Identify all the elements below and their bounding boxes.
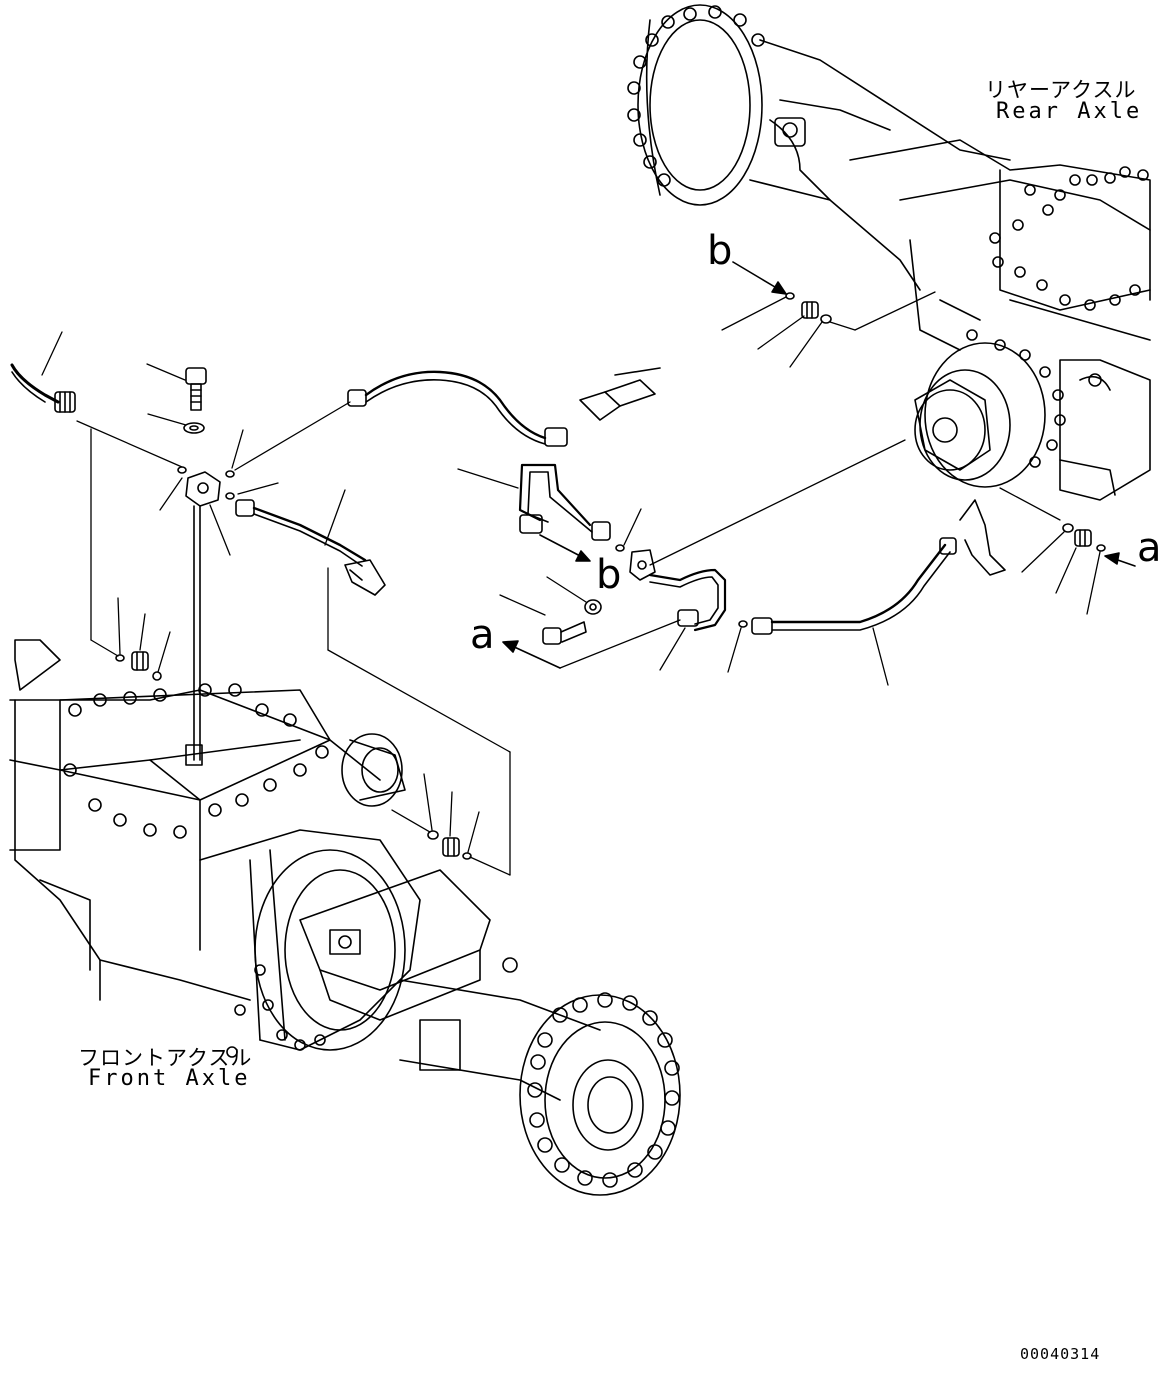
- valve-block: [543, 550, 655, 644]
- fittings: [132, 302, 1091, 856]
- right-hose: [752, 500, 1005, 634]
- connector-block: [186, 472, 220, 760]
- front-hub-bolts: [528, 993, 679, 1187]
- marker-b-rear: b: [707, 228, 733, 274]
- leader-lines: [42, 292, 1100, 875]
- front-cover-bolts: [64, 684, 328, 838]
- bolt: [186, 368, 206, 410]
- washer: [184, 423, 204, 433]
- rear-carrier-bolts: [990, 167, 1148, 310]
- arrow-b-rear: [733, 262, 786, 294]
- marker-b-center: b: [596, 552, 622, 598]
- rear-axle-label-en: Rear Axle: [996, 99, 1143, 124]
- arrow-a-center: [503, 641, 560, 668]
- front-axle-label-en: Front Axle: [88, 1066, 251, 1091]
- drawing-number: 00040314: [1020, 1345, 1101, 1363]
- rear-axle-label-jp: リヤーアクスル: [985, 78, 1137, 102]
- arrow-b-center: [540, 535, 590, 561]
- front-axle: [10, 640, 680, 1195]
- rear-axle: [628, 5, 1150, 500]
- rear-hub-bolts: [628, 6, 764, 186]
- marker-a-right: a: [1137, 525, 1162, 571]
- arrow-a-right: [1105, 553, 1135, 566]
- upper-hose: [348, 368, 660, 446]
- front-axle-label-jp: フロントアクスル: [78, 1046, 253, 1070]
- front-carrier-bolts: [227, 965, 325, 1057]
- front-axle-hose: [236, 500, 385, 595]
- right-tube: [650, 570, 725, 630]
- bent-tube: [520, 465, 610, 540]
- rear-flange-bolts: [967, 330, 1065, 467]
- marker-a-center: a: [470, 612, 495, 658]
- breather-hose-front: [12, 365, 75, 412]
